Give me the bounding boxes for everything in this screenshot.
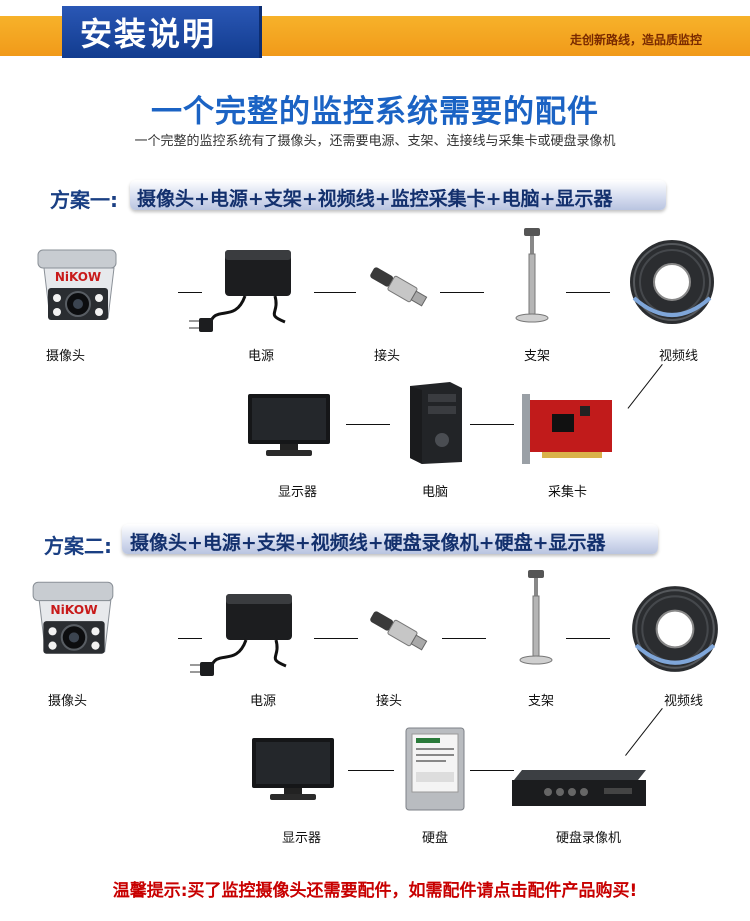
connector-line <box>470 424 514 425</box>
plan2-text: 摄像头+电源+支架+视频线+硬盘录像机+硬盘+显示器 <box>130 532 606 554</box>
plan1-text: 摄像头+电源+支架+视频线+监控采集卡+电脑+显示器 <box>137 188 613 210</box>
plan2-label: 方案二: <box>44 534 112 558</box>
item-label-capture-card: 采集卡 <box>548 485 588 500</box>
item-label-hdd: 硬盘 <box>422 831 449 846</box>
header-banner: 安装说明 走创新路线，造品质监控 <box>0 0 750 60</box>
monitor-image <box>246 392 332 458</box>
connector-line <box>348 770 394 771</box>
camera-brand-logo: NiKOW <box>50 603 98 617</box>
main-title: 一个完整的监控系统需要的配件 <box>151 94 599 130</box>
bracket-image <box>512 228 552 324</box>
plan2-banner <box>122 524 658 554</box>
computer-tower-image <box>406 380 464 464</box>
connector-line <box>566 638 610 639</box>
connector-line-diagonal <box>625 708 663 756</box>
item-label-connector: 接头 <box>376 694 403 709</box>
connector-line <box>314 638 358 639</box>
header-slogan: 走创新路线，造品质监控 <box>569 33 702 47</box>
header-blue-block <box>62 6 262 58</box>
plan1-banner <box>130 180 666 210</box>
item-label-power: 电源 <box>248 349 275 364</box>
footer-tip: 温馨提示:买了监控摄像头还需要配件，如需配件请点击配件产品购买! <box>112 881 638 901</box>
item-label-power: 电源 <box>250 694 277 709</box>
header-title: 安装说明 <box>80 15 217 53</box>
power-adapter-image <box>185 244 295 336</box>
dvr-image <box>508 768 648 810</box>
bnc-connector-image <box>364 606 434 656</box>
connector-line <box>346 424 390 425</box>
plan1-label: 方案一: <box>50 188 118 212</box>
connector-line <box>314 292 356 293</box>
camera-image: NiKOW <box>28 570 120 664</box>
camera-brand-logo: NiKOW <box>55 270 101 284</box>
item-label-monitor: 显示器 <box>278 485 318 500</box>
connector-line-diagonal <box>627 364 663 409</box>
monitor-image <box>250 736 336 802</box>
item-label-camera: 摄像头 <box>48 694 88 709</box>
item-label-cable: 视频线 <box>659 349 699 364</box>
item-label-dvr: 硬盘录像机 <box>556 831 622 846</box>
item-label-camera: 摄像头 <box>46 349 86 364</box>
connector-line <box>178 638 202 639</box>
connector-line <box>566 292 610 293</box>
item-label-monitor: 显示器 <box>282 831 322 846</box>
hard-disk-image <box>404 726 466 812</box>
camera-image: NiKOW <box>34 238 122 330</box>
bracket-image <box>516 570 556 666</box>
capture-card-image <box>512 392 614 466</box>
item-label-bracket: 支架 <box>524 349 551 364</box>
connector-line <box>442 638 486 639</box>
item-label-computer: 电脑 <box>422 485 449 500</box>
connector-line <box>440 292 484 293</box>
item-label-cable: 视频线 <box>664 694 704 709</box>
sub-title: 一个完整的监控系统有了摄像头，还需要电源、支架、连接线与采集卡或硬盘录像机 <box>134 134 616 149</box>
cable-coil-image <box>628 582 722 676</box>
item-label-bracket: 支架 <box>528 694 555 709</box>
power-adapter-image <box>186 588 296 680</box>
cable-coil-image <box>626 236 718 328</box>
connector-line <box>470 770 514 771</box>
item-label-connector: 接头 <box>374 349 401 364</box>
bnc-connector-image <box>364 262 434 312</box>
connector-line <box>178 292 202 293</box>
